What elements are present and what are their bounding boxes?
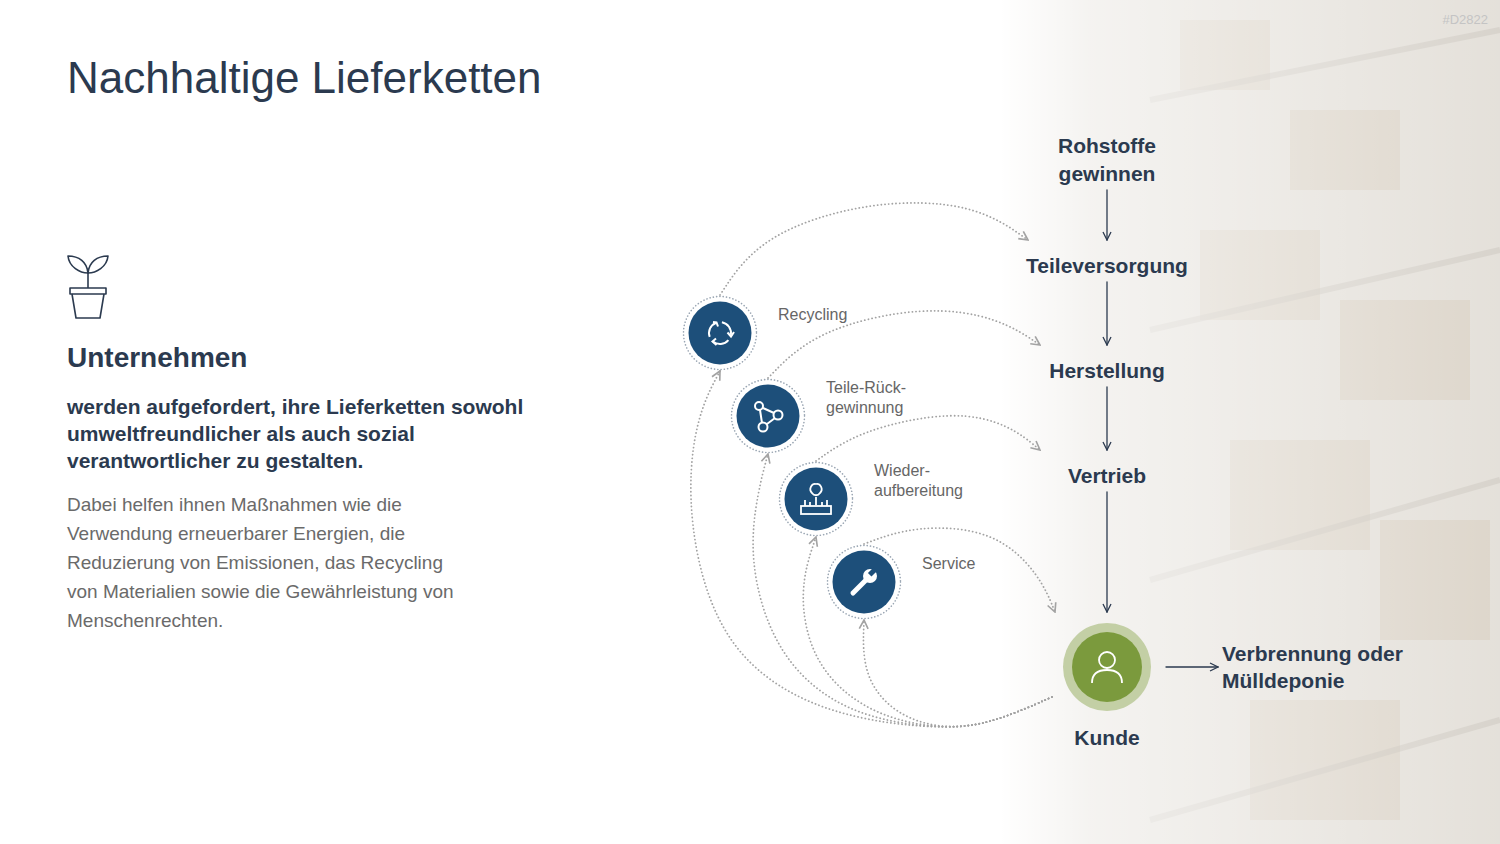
bench [801, 506, 831, 514]
outer-ring [1063, 623, 1151, 711]
person-icon [1092, 652, 1122, 683]
circle-outline [826, 544, 902, 620]
part-joint [759, 423, 768, 432]
blue-disc [785, 468, 848, 531]
bench-parts [805, 500, 827, 506]
circle-outline [778, 461, 854, 537]
repair-part [810, 484, 821, 505]
recycle-icon [709, 322, 734, 345]
slide-title: Nachhaltige Lieferketten [67, 52, 542, 104]
flow-arrow [1106, 492, 1107, 612]
node-label: Herstellung [1032, 357, 1182, 385]
dotted-ring [828, 546, 901, 619]
part-links [760, 408, 775, 424]
return-loop [753, 454, 1052, 727]
circle-outline [1052, 612, 1162, 722]
circle-outline [682, 295, 758, 371]
wrench-head [863, 569, 877, 583]
loop-circle: Wieder- aufbereitung [778, 461, 978, 537]
node-label: Vertrieb [1032, 462, 1182, 490]
recycle-head [713, 322, 718, 327]
node-label: Rohstoffe gewinnen [1027, 132, 1187, 188]
node-label: Kunde [1052, 724, 1162, 752]
node-label: Teileversorgung [1012, 252, 1202, 280]
wrench-jaw [868, 567, 877, 576]
process-step: Teileversorgung [1012, 240, 1202, 282]
section-heading: Unternehmen [67, 340, 487, 376]
disposal-step: Verbrennung oder Mülldeponie [1222, 640, 1432, 696]
person-body [1092, 670, 1122, 683]
dotted-ring [732, 380, 805, 453]
loop-circle: Service [826, 544, 1026, 620]
lead-text: werden aufgefordert, ihre Lieferketten s… [67, 393, 527, 474]
customer-node: Kunde [1052, 612, 1162, 754]
flow-arrow [1106, 282, 1107, 345]
return-loop [720, 203, 1028, 295]
body-text: Dabei helfen ihnen Maßnahmen wie die Ver… [67, 490, 462, 635]
flow-arrow [1106, 387, 1107, 450]
recycle-head [728, 332, 735, 337]
node-label: Recycling [778, 305, 878, 325]
parts-icon [755, 402, 783, 432]
process-step: Vertrieb [1032, 450, 1182, 492]
pot-body [72, 294, 104, 318]
flow-arrow [1106, 190, 1107, 240]
dotted-ring [684, 297, 757, 370]
plant-icon [68, 256, 108, 318]
loop-circle: Teile-Rück- gewinnung [730, 378, 930, 454]
blue-disc [737, 385, 800, 448]
recycle-arc [709, 323, 716, 337]
circle-outline [730, 378, 806, 454]
photo-base [1000, 0, 1500, 844]
return-loop [691, 371, 1052, 727]
part-joint [755, 402, 763, 410]
node-label: Teile-Rück- gewinnung [826, 378, 926, 418]
dotted-ring [780, 463, 853, 536]
process-step: Rohstoffe gewinnen [1027, 132, 1187, 190]
blue-disc [833, 551, 896, 614]
wrench-icon [853, 567, 877, 593]
process-step: Herstellung [1032, 345, 1182, 387]
refurbish-icon [801, 484, 831, 514]
blue-disc [689, 302, 752, 365]
plant-leaf [68, 256, 88, 273]
green-disc [1072, 632, 1142, 702]
part-joint [774, 411, 783, 420]
return-loop [803, 537, 1052, 727]
photo-fade [1000, 0, 1500, 844]
loop-circle: Recycling [682, 295, 882, 371]
node-label: Wieder- aufbereitung [874, 461, 974, 501]
wrench-handle [853, 579, 867, 593]
pot-rim [70, 288, 106, 294]
plant-leaf [88, 256, 108, 273]
recycle-arc [713, 340, 729, 344]
return-loop [863, 620, 1052, 727]
watermark-code: #D2822 [1380, 12, 1488, 28]
return-loop [816, 416, 1040, 461]
recycle-arc [722, 322, 731, 335]
flow-arrow [1166, 666, 1218, 667]
recycle-head [713, 339, 717, 346]
node-label: Verbrennung oder Mülldeponie [1222, 640, 1432, 694]
person-head [1099, 652, 1115, 668]
node-label: Service [922, 554, 1022, 574]
